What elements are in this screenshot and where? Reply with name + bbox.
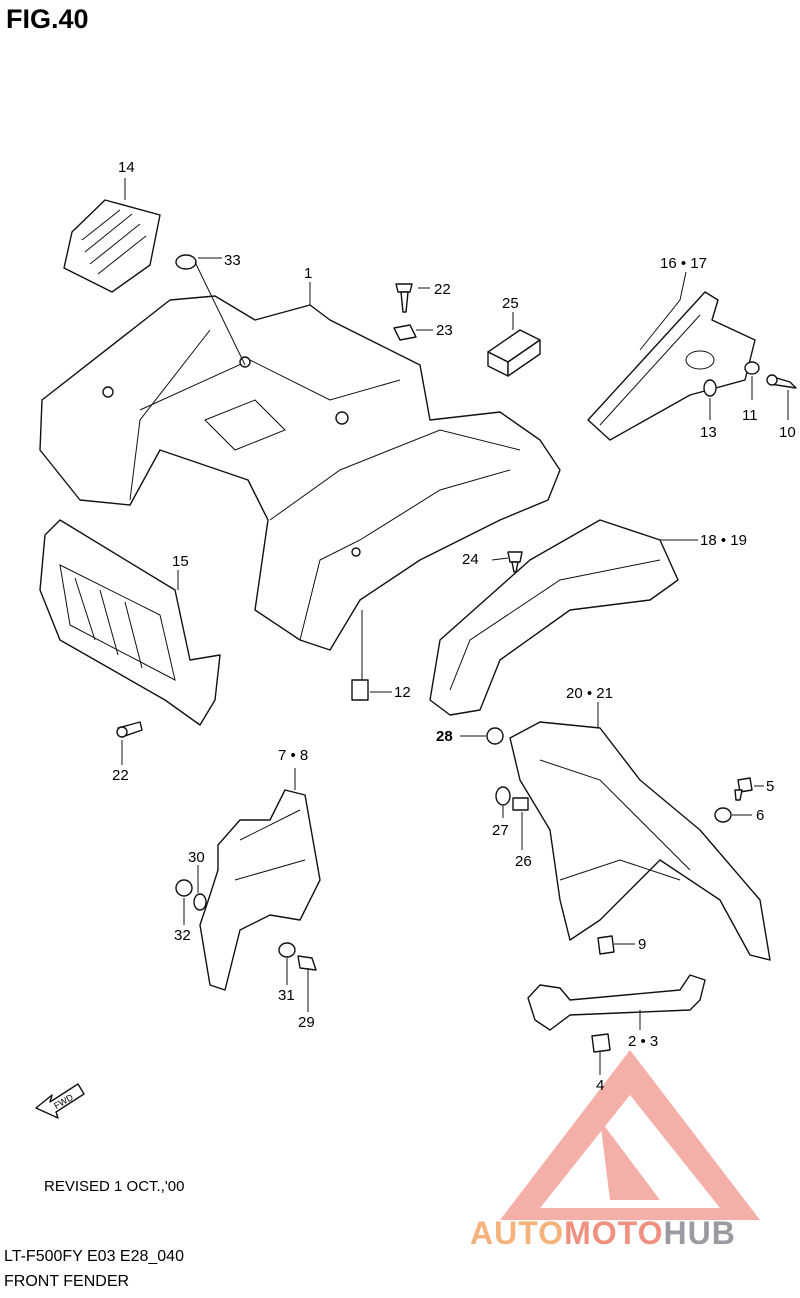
watermark-auto: AUTO bbox=[470, 1215, 565, 1251]
callout-18-19: 18 • 19 bbox=[700, 532, 747, 549]
part-15-grille bbox=[39, 519, 221, 726]
part-16-17-mud-flap bbox=[587, 291, 756, 441]
callout-11: 11 bbox=[742, 407, 758, 424]
part-7-8-side-panel bbox=[199, 789, 321, 991]
part-22-screw-upper bbox=[395, 283, 413, 313]
callout-20-21: 20 • 21 bbox=[566, 685, 613, 702]
callout-15: 15 bbox=[172, 553, 189, 570]
callout-27: 27 bbox=[492, 822, 509, 839]
callout-24: 24 bbox=[462, 551, 479, 568]
diagram-title: FRONT FENDER bbox=[4, 1273, 130, 1290]
revision-note: REVISED 1 OCT.,'00 bbox=[44, 1178, 185, 1195]
callout-32: 32 bbox=[174, 927, 191, 944]
callout-7-8: 7 • 8 bbox=[278, 747, 308, 764]
callout-13: 13 bbox=[700, 424, 717, 441]
part-10-screw bbox=[766, 374, 797, 389]
figure-title: FIG.40 bbox=[6, 4, 89, 34]
callout-4: 4 bbox=[596, 1077, 604, 1094]
part-14-grip-cover bbox=[63, 199, 161, 293]
part-4-bolt bbox=[591, 1033, 611, 1053]
part-26-bolt bbox=[512, 797, 529, 811]
part-28-nut bbox=[486, 727, 504, 745]
part-20-21-inner-guard bbox=[509, 721, 771, 961]
part-25-block bbox=[487, 329, 541, 377]
callout-31: 31 bbox=[278, 987, 295, 1004]
part-12-bolt bbox=[351, 679, 369, 701]
leader-lines bbox=[121, 178, 789, 1075]
part-11-washer bbox=[744, 361, 760, 375]
part-24-rivet bbox=[507, 551, 523, 573]
callout-25: 25 bbox=[502, 295, 519, 312]
callout-33: 33 bbox=[224, 252, 241, 269]
part-32-nut bbox=[175, 879, 193, 897]
callout-5: 5 bbox=[766, 778, 774, 795]
watermark-triangle bbox=[500, 1050, 760, 1220]
watermark-moto: MOTO bbox=[564, 1215, 664, 1251]
callout-9: 9 bbox=[638, 936, 646, 953]
fwd-arrow: FWD bbox=[35, 1083, 85, 1119]
part-27-washer bbox=[495, 786, 511, 806]
part-29-bolt bbox=[297, 955, 317, 971]
callout-16-17: 16 • 17 bbox=[660, 255, 707, 272]
callout-6: 6 bbox=[756, 807, 764, 824]
watermark-hub: HUB bbox=[663, 1215, 736, 1251]
callout-29: 29 bbox=[298, 1014, 315, 1031]
part-13-washer bbox=[703, 379, 717, 397]
watermark-logo-text: AUTOMOTOHUB bbox=[470, 1215, 736, 1252]
callout-22-lower: 22 bbox=[112, 767, 129, 784]
part-22-screw-lower bbox=[116, 721, 143, 738]
callout-14: 14 bbox=[118, 159, 135, 176]
part-30-washer bbox=[193, 893, 207, 911]
callout-1: 1 bbox=[304, 265, 312, 282]
callout-2-3: 2 • 3 bbox=[628, 1033, 658, 1050]
callout-23: 23 bbox=[436, 322, 453, 339]
callout-12: 12 bbox=[394, 684, 411, 701]
part-5-bolt bbox=[734, 777, 753, 801]
part-18-19-fender-extension bbox=[429, 519, 679, 716]
callout-labels: 14 33 1 22 23 25 16 • 17 11 13 10 18 • 1… bbox=[112, 159, 796, 1094]
callout-28: 28 bbox=[436, 728, 453, 745]
callout-22-upper: 22 bbox=[434, 281, 451, 298]
part-6-nut bbox=[714, 807, 732, 823]
part-31-washer bbox=[278, 942, 296, 958]
part-9-bolt bbox=[597, 935, 615, 955]
part-23-nut bbox=[393, 324, 417, 341]
callout-26: 26 bbox=[515, 853, 532, 870]
part-2-3-bracket bbox=[527, 974, 706, 1031]
model-code: LT-F500FY E03 E28_040 bbox=[4, 1248, 184, 1265]
callout-10: 10 bbox=[779, 424, 796, 441]
callout-30: 30 bbox=[188, 849, 205, 866]
part-1-front-fender bbox=[39, 295, 561, 651]
part-33-grommet bbox=[175, 254, 197, 270]
